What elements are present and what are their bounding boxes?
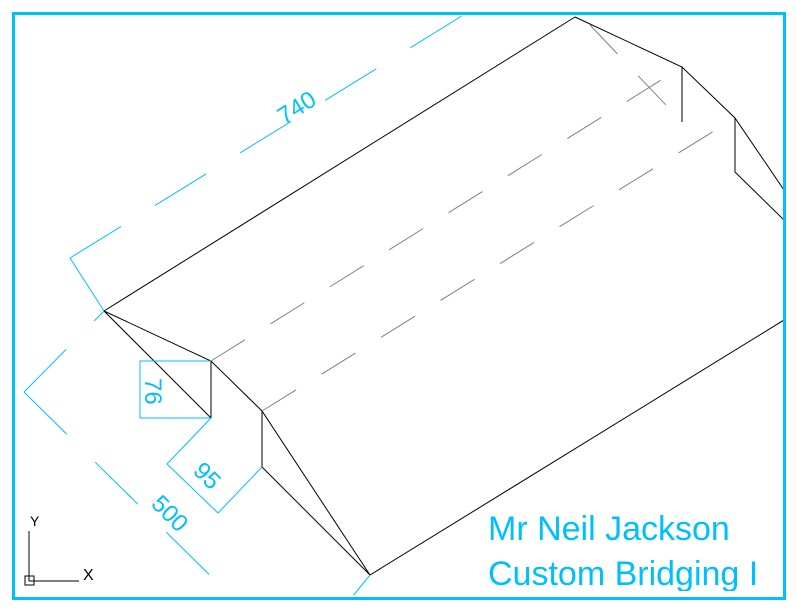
dim-76-label: 76 [139,378,166,405]
hidden-lines [210,24,736,412]
drawing-frame [12,12,786,600]
ucs-icon: Y X [24,513,94,586]
dimension-95: 95 [166,417,263,514]
ucs-y-label: Y [30,513,40,529]
title-line-2: Custom Bridging I [488,557,759,591]
title-line-1: Mr Neil Jackson [488,510,730,548]
dim-740-label: 740 [273,86,321,130]
dimension-76: 76 [139,360,211,419]
ucs-x-label: X [83,567,94,584]
bridge-geometry [103,16,783,576]
dim-500-label: 500 [146,490,193,537]
dimension-740: 740 [69,15,465,312]
dimension-500: 500 [23,310,371,595]
